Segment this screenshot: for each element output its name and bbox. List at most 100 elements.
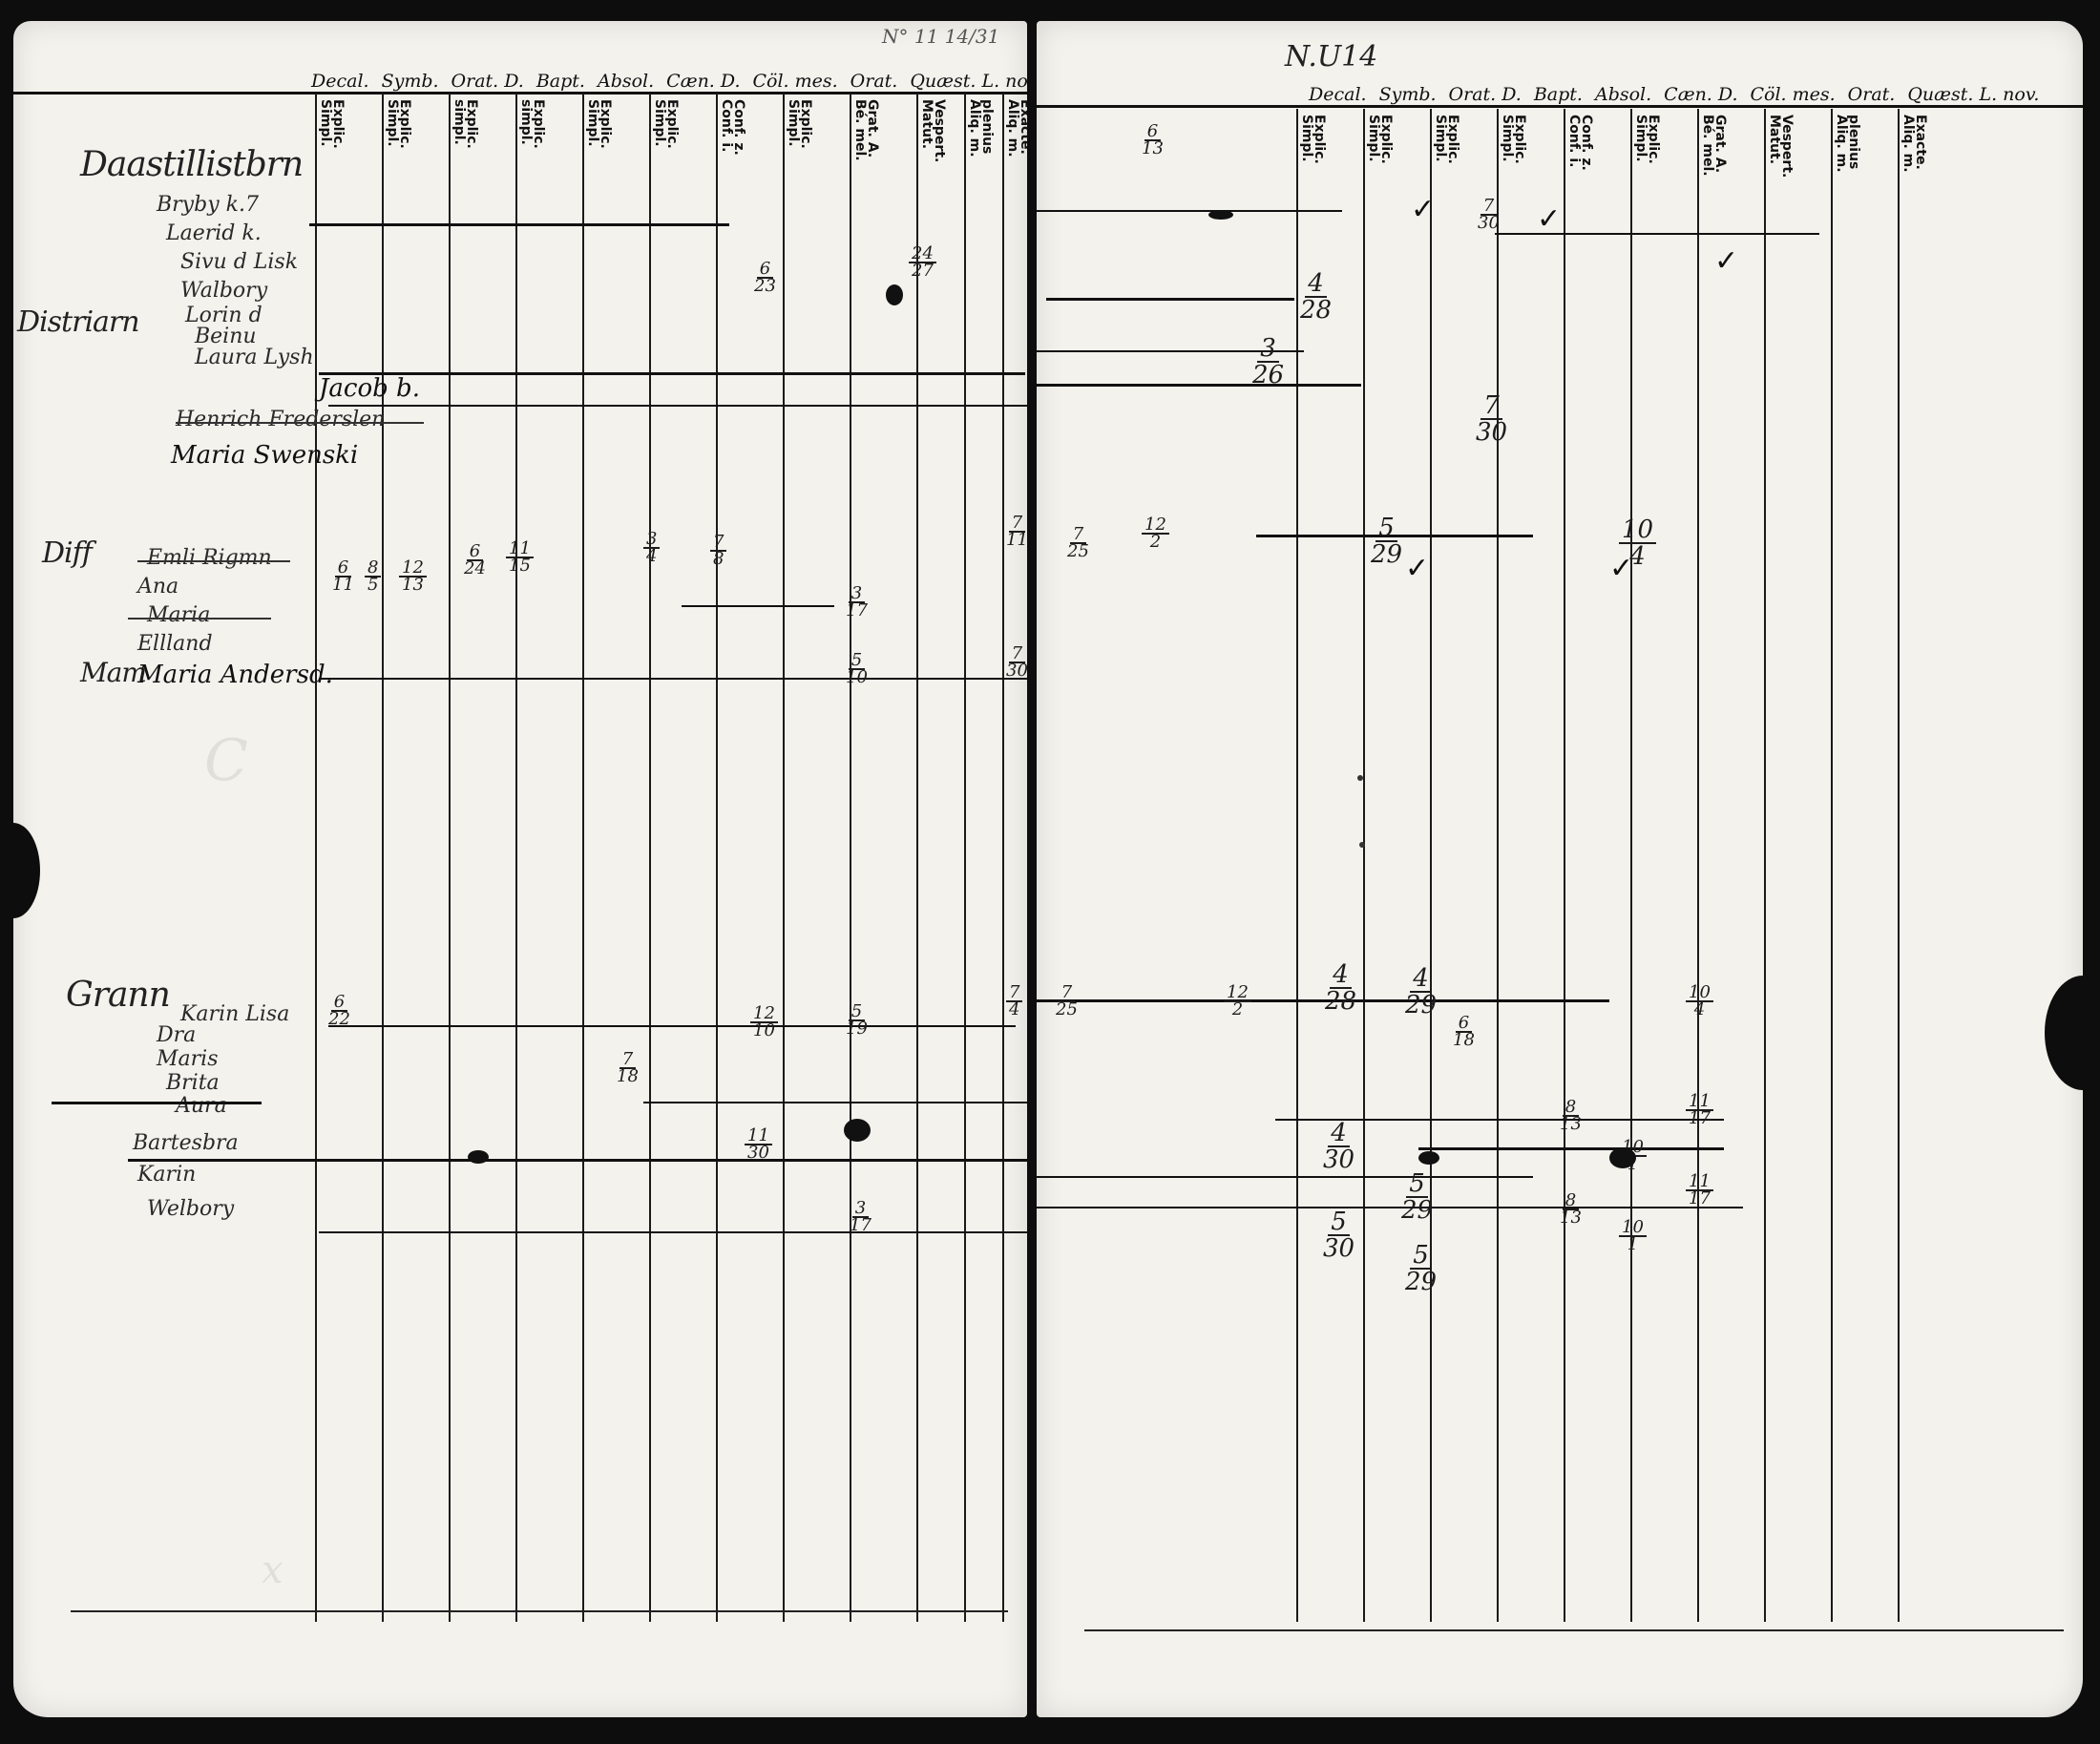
ink-rule [309,223,729,226]
column-label: Explic. Simpl. [1299,115,1327,164]
ink-rule [1037,999,1609,1002]
column-label: Explic. Simpl. [786,99,813,149]
column-label: Exacte. Aliq. m. [1900,115,1928,173]
column-label: Explic. Simpl. [1500,115,1527,164]
person-name: Walbory [180,279,268,303]
header-bapt: Bapt. [536,71,585,92]
header-symb: Symb. [381,71,439,92]
column: Explic. Simpl. [1497,109,1527,1622]
header-quaest: Quæst. L. nov. [1907,84,2040,105]
ink-blot [844,1119,871,1142]
person-name: Jacob b. [319,374,420,403]
ink-rule [319,372,1025,375]
right-page: N.U14 Decal. Symb. Orat. D. Bapt. Absol.… [1037,21,2083,1717]
header-quaest: Quæst. L. nov. [910,71,1027,92]
corner-note: N° 11 14/31 [882,25,1000,48]
person-name: Ellland [137,632,213,656]
person-name: Dra [157,1023,197,1047]
column-label: Explic. Simpl. [385,99,412,149]
header-orat-d: Orat. D. [451,71,524,92]
header-bapt: Bapt. [1533,84,1583,105]
left-entries: Daastillistbrn Bryby k.7 Laerid k. Sivu … [13,21,1027,1717]
person-name: Lorin d [185,304,262,327]
ink-rule [1275,1119,1724,1121]
person-name: Beinu [195,325,257,348]
header-decal: Decal. [311,71,369,92]
column-label: Explic. Simpl. [585,99,613,149]
ink-rule [1495,233,1819,235]
header-decal: Decal. [1309,84,1367,105]
person-name: Henrich Frederslen [176,408,386,431]
person-name: Ana [137,575,179,599]
ink-rule [643,1102,1027,1103]
faint-mark: x [262,1548,284,1592]
column: Exacte. Aliq. m. [1898,109,1928,1622]
ink-rule [319,1231,1027,1233]
ink-rule [1037,1176,1533,1178]
ink-blot [468,1150,489,1164]
column: Grat. A. Bé. mel. [850,94,880,1622]
check-mark: ✓ [1609,552,1634,585]
column: Explic. Simpl. [783,94,813,1622]
foot-rule [71,1610,1008,1612]
ref-mark: N.U14 [1285,40,1378,74]
faint-mark: C [204,727,248,794]
column: Grat. A. Bé. mel. [1697,109,1728,1622]
person-name: Laura Lysh [195,346,314,369]
person-name: Karin [137,1163,197,1187]
person-name: Aura [176,1094,227,1118]
person-name: Maria Andersd. [137,661,333,689]
column-label: Explic. Simpl. [652,99,680,149]
column: Explic. simpl. [515,94,546,1622]
column-label: Explic. Simpl. [318,99,346,149]
ink-blot [886,284,903,305]
column-label: Explic. Simpl. [1633,115,1661,164]
strike-line [137,560,290,562]
column-label: Conf. z. Conf. i. [1566,115,1594,171]
person-name: Bryby k.7 [157,193,259,217]
group-label: Distriarn [17,305,140,339]
header-symb: Symb. [1378,84,1437,105]
column-label: Explic. Simpl. [1366,115,1394,164]
column: Vespert. Matut. [1764,109,1795,1622]
column-label: Explic. simpl. [452,99,479,149]
foot-rule [1084,1629,2064,1631]
